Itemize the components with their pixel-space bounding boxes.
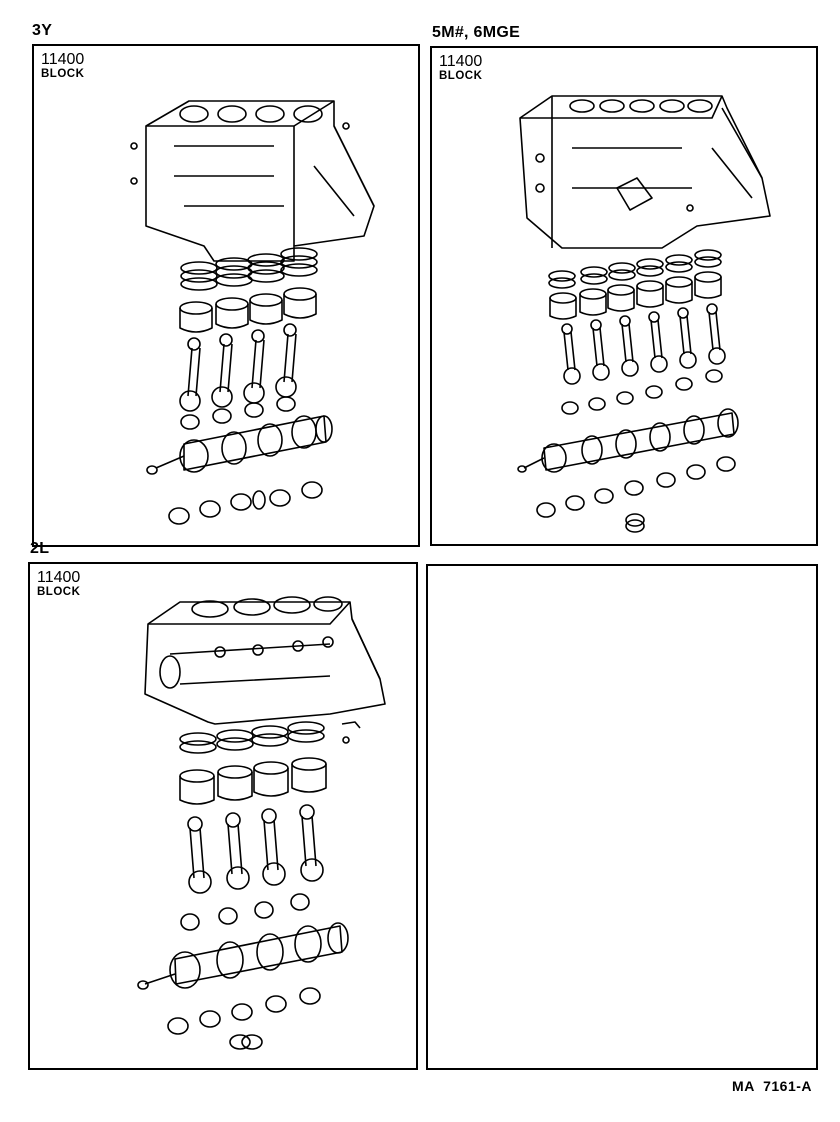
bearing-icon <box>180 893 310 931</box>
exploded-view-3y <box>130 100 375 525</box>
crankshaft-icon <box>146 415 333 475</box>
crankshaft-icon <box>517 408 739 473</box>
exploded-view-2l <box>137 596 386 1050</box>
part-number: 11400 <box>37 569 81 586</box>
part-name: BLOCK <box>37 586 81 598</box>
bearing-icon <box>180 396 296 430</box>
engine-label-2l: 2L <box>30 540 50 557</box>
parts-panel-2l: 11400 BLOCK <box>28 562 418 1070</box>
piston-icon <box>179 287 317 333</box>
engine-label-5m-6mge: 5M#, 6MGE <box>432 24 521 41</box>
parts-panel-empty <box>426 564 818 1070</box>
piston-ring-icon <box>180 247 318 291</box>
part-name: BLOCK <box>439 70 483 82</box>
reference-code: MA 7161-A <box>732 1078 812 1094</box>
bearing-icon <box>561 369 723 415</box>
cylinder-block-icon <box>130 100 375 262</box>
cylinder-block-icon <box>519 95 771 249</box>
piston-icon <box>549 271 722 320</box>
part-name: BLOCK <box>41 68 85 80</box>
parts-panel-5m-6mge: 11400 BLOCK <box>430 46 818 546</box>
parts-panel-3y: 11400 BLOCK <box>32 44 420 547</box>
part-number: 11400 <box>41 51 85 68</box>
piston-ring-icon <box>548 249 722 289</box>
bearing-icon <box>168 481 323 525</box>
connecting-rod-icon <box>187 804 324 894</box>
cylinder-block-icon <box>144 596 386 725</box>
piston-ring-icon <box>179 721 361 754</box>
connecting-rod-icon <box>561 303 726 385</box>
bearing-icon <box>167 987 321 1035</box>
thrust-washer-icon <box>229 1034 263 1050</box>
part-number: 11400 <box>439 53 483 70</box>
engine-label-3y: 3Y <box>32 22 53 39</box>
connecting-rod-icon <box>179 323 297 412</box>
crankshaft-icon <box>137 922 349 990</box>
piston-icon <box>179 757 327 805</box>
thrust-washer-icon <box>625 513 645 533</box>
bearing-icon <box>536 456 736 518</box>
exploded-view-5m-6mge <box>517 95 771 533</box>
